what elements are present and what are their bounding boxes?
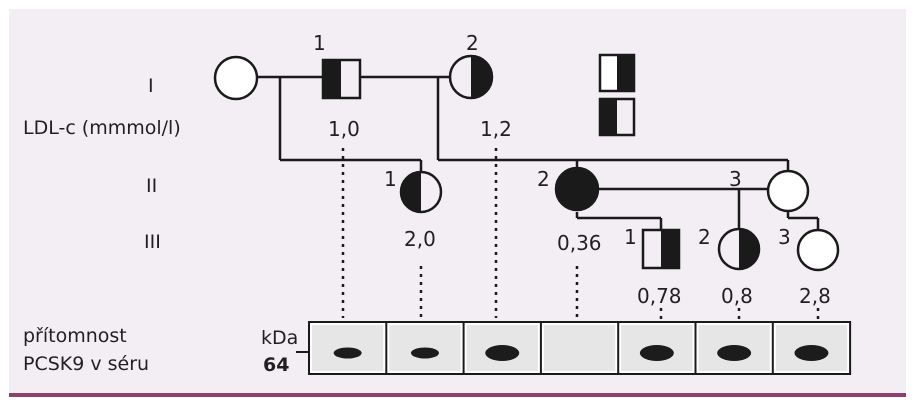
generation-label-I: I [148, 75, 154, 97]
blot-connectors [341, 148, 820, 322]
individual-III-3-symbol [796, 228, 840, 272]
individual-II-1-ldl: 2,0 [404, 227, 436, 251]
individual-I-2-symbol [448, 54, 494, 100]
blot-band-5 [639, 345, 674, 361]
individual-III-3-ldl: 2,8 [799, 284, 831, 308]
individual-II-2-symbol [554, 166, 600, 212]
founder-female-unaffected-symbol [213, 55, 259, 101]
individual-I-1-ldl: 1,0 [328, 117, 360, 141]
individual-II-2-number: 2 [537, 167, 550, 191]
blot-label-line2: PCSK9 v séru [23, 353, 149, 375]
blot-unit: kDa [261, 327, 298, 349]
individual-I-2-ldl: 1,2 [480, 117, 512, 141]
individual-II-3-symbol [766, 169, 810, 213]
blot-band-7 [794, 345, 829, 361]
blot-label-line1: přítomnost [23, 325, 127, 347]
blot-band-3 [485, 345, 520, 361]
blot-band-6 [717, 345, 752, 361]
individual-I-2-number: 2 [466, 31, 479, 55]
individual-III-3-number: 3 [778, 225, 791, 249]
individual-III-2-number: 2 [698, 225, 711, 249]
pedigree-lines [258, 75, 820, 230]
blot-lane-4 [543, 325, 616, 371]
individual-II-1-number: 1 [384, 167, 397, 191]
individual-III-1-symbol [641, 228, 681, 270]
individual-II-2-ldl: 0,36 [557, 231, 602, 255]
individual-I-1-symbol [321, 58, 362, 100]
individual-III-1-number: 1 [624, 225, 637, 249]
blot-size-marker: 64 [263, 354, 289, 376]
generation-label-III: III [144, 231, 161, 253]
individual-III-1-ldl: 0,78 [637, 284, 682, 308]
individual-III-2-symbol [717, 227, 761, 271]
accent-rule [9, 393, 906, 397]
individual-II-3-number: 3 [729, 167, 742, 191]
individual-II-1-symbol [399, 170, 443, 214]
western-blot [308, 321, 852, 375]
legend-symbol-upper [598, 53, 636, 93]
individual-I-1-number: 1 [313, 31, 326, 55]
blot-band-2 [410, 347, 439, 359]
generation-label-II: II [146, 175, 157, 197]
blot-band-1 [333, 347, 362, 359]
individual-III-2-ldl: 0,8 [721, 284, 753, 308]
legend-symbol-lower [598, 97, 636, 137]
ldl-row-label: LDL-c (mmmol/l) [23, 117, 181, 139]
